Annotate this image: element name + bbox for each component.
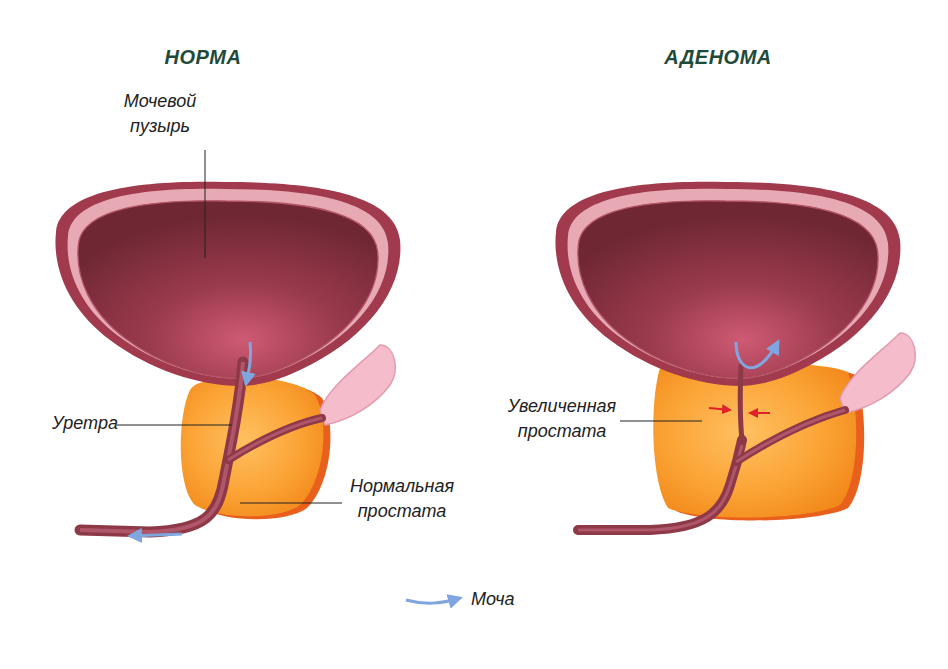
adenoma-panel — [555, 182, 915, 530]
urine-backflow-arrow — [736, 342, 778, 368]
legend-label: Моча — [471, 587, 515, 612]
panel-heading: АДЕНОМА — [664, 45, 772, 70]
part-label: Увеличенная простата — [508, 394, 616, 444]
panel-heading: НОРМА — [165, 45, 242, 70]
bladder-lining — [568, 189, 889, 379]
bladder — [55, 182, 400, 386]
part-label: Нормальная простата — [350, 474, 454, 524]
bladder-cavity — [78, 201, 378, 379]
compression-arrow — [709, 408, 730, 410]
ejaculatory-duct — [228, 418, 322, 460]
leader-lines — [117, 150, 702, 503]
part-label: Мочевой пузырь — [124, 89, 197, 139]
bladder — [555, 182, 900, 386]
seminal-vesicle — [840, 333, 915, 413]
urethra — [80, 362, 243, 532]
leader-line — [117, 425, 232, 426]
urethra-lumen — [80, 362, 243, 532]
bladder-lining — [68, 189, 389, 379]
bladder-wall — [555, 182, 900, 386]
leader-line — [620, 421, 702, 422]
urethra-lumen — [578, 445, 742, 530]
bladder-wall — [55, 182, 400, 386]
leader-line — [240, 503, 342, 504]
seminal-vesicle — [320, 345, 395, 425]
prostate — [181, 377, 324, 516]
urethra — [578, 440, 742, 530]
legend-arrow-sample — [406, 598, 460, 603]
part-label: Уретра — [52, 411, 118, 436]
enlarged-prostate — [653, 362, 856, 517]
compression-arrow — [750, 412, 770, 414]
urine-arrow — [130, 534, 182, 536]
ejaculatory-duct — [736, 410, 845, 462]
duct-lumen — [736, 410, 845, 462]
urine-arrow — [246, 342, 251, 384]
narrowed-urethra — [740, 366, 742, 440]
duct-lumen — [228, 418, 322, 460]
leader-line — [205, 150, 206, 258]
normal-panel — [55, 182, 400, 536]
bladder-cavity — [578, 201, 878, 379]
